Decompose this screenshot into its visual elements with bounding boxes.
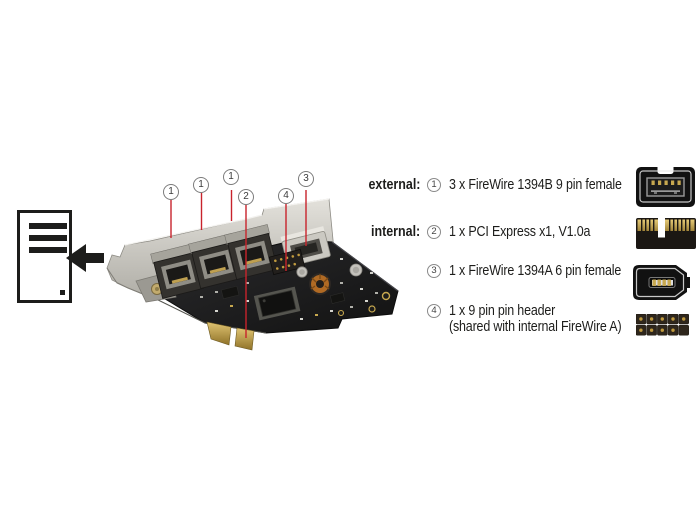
legend-circle-2: 2 (427, 225, 441, 239)
callout-number: 1 (198, 179, 204, 190)
spec-text: 1 x 9 pin pin header (449, 303, 556, 319)
callout-circle-1c: 1 (223, 169, 239, 185)
callout-number: 3 (303, 173, 309, 184)
legend-row-pin-header: 4 1 x 9 pin pin header (shared with inte… (340, 303, 650, 335)
callout-circle-2: 2 (238, 189, 254, 205)
legend-row-external: external: 1 3 x FireWire 1394B 9 pin fem… (340, 177, 650, 193)
callout-number: 4 (283, 190, 289, 201)
firewire-b-port-2 (188, 233, 242, 289)
pc-drive-bay-bar (29, 235, 67, 241)
callout-lines (170, 190, 307, 338)
legend-circle-1: 1 (427, 178, 441, 192)
callout-number: 1 (228, 171, 234, 182)
legend-circle-4: 4 (427, 304, 441, 318)
callout-number: 1 (168, 186, 174, 197)
pc-tower-icon (17, 210, 72, 303)
group-label: external: (368, 177, 420, 193)
gold-pad (368, 305, 376, 313)
pcie-x1-edge-connector (234, 327, 255, 351)
callout-number: 2 (243, 191, 249, 202)
9pin-pin-header-icon (635, 313, 689, 341)
pcie-x1-edge-connector (206, 321, 232, 346)
spec-text: 3 x FireWire 1394B 9 pin female (449, 177, 622, 193)
firewire-1394b-9pin-female-icon (636, 165, 695, 212)
firewire-b-port-1 (150, 243, 204, 299)
pci-express-x1-edge-icon (636, 218, 696, 255)
spec-text: 1 x FireWire 1394A 6 pin female (449, 263, 622, 279)
gold-pad (337, 309, 345, 317)
legend-row-internal: internal: 2 1 x PCI Express x1, V1.0a (340, 224, 613, 240)
group-label: internal: (370, 224, 420, 240)
callout-circle-1b: 1 (193, 177, 209, 193)
capacitor (296, 263, 363, 278)
gold-pad (381, 291, 391, 301)
small-ic (220, 285, 240, 300)
group-label (340, 303, 420, 319)
spec-text-line2: (shared with internal FireWire A) (449, 319, 622, 335)
callout-circle-3: 3 (298, 171, 314, 187)
controller-chip (253, 286, 301, 321)
firewire-b-port-3 (224, 224, 278, 280)
small-ic (329, 292, 346, 304)
pc-drive-bay-bar (29, 247, 67, 253)
firewire-1394a-6pin-female-icon (633, 265, 692, 305)
callout-circle-4: 4 (278, 188, 294, 204)
pin-header (268, 248, 306, 276)
pc-drive-bay-bar (29, 223, 67, 229)
pc-power-button-dot (60, 290, 65, 295)
spec-text-lines: 1 x 9 pin pin header (shared with intern… (449, 303, 650, 335)
legend-row-firewire-a: 3 1 x FireWire 1394A 6 pin female (340, 263, 649, 279)
spec-text: 1 x PCI Express x1, V1.0a (449, 224, 591, 240)
legend-circle-3: 3 (427, 264, 441, 278)
callout-circle-1a: 1 (163, 184, 179, 200)
group-label (340, 263, 420, 279)
arrow-left-into-pc-icon (66, 244, 104, 272)
product-photo-card (106, 190, 399, 351)
toroid-inductor (309, 273, 331, 295)
